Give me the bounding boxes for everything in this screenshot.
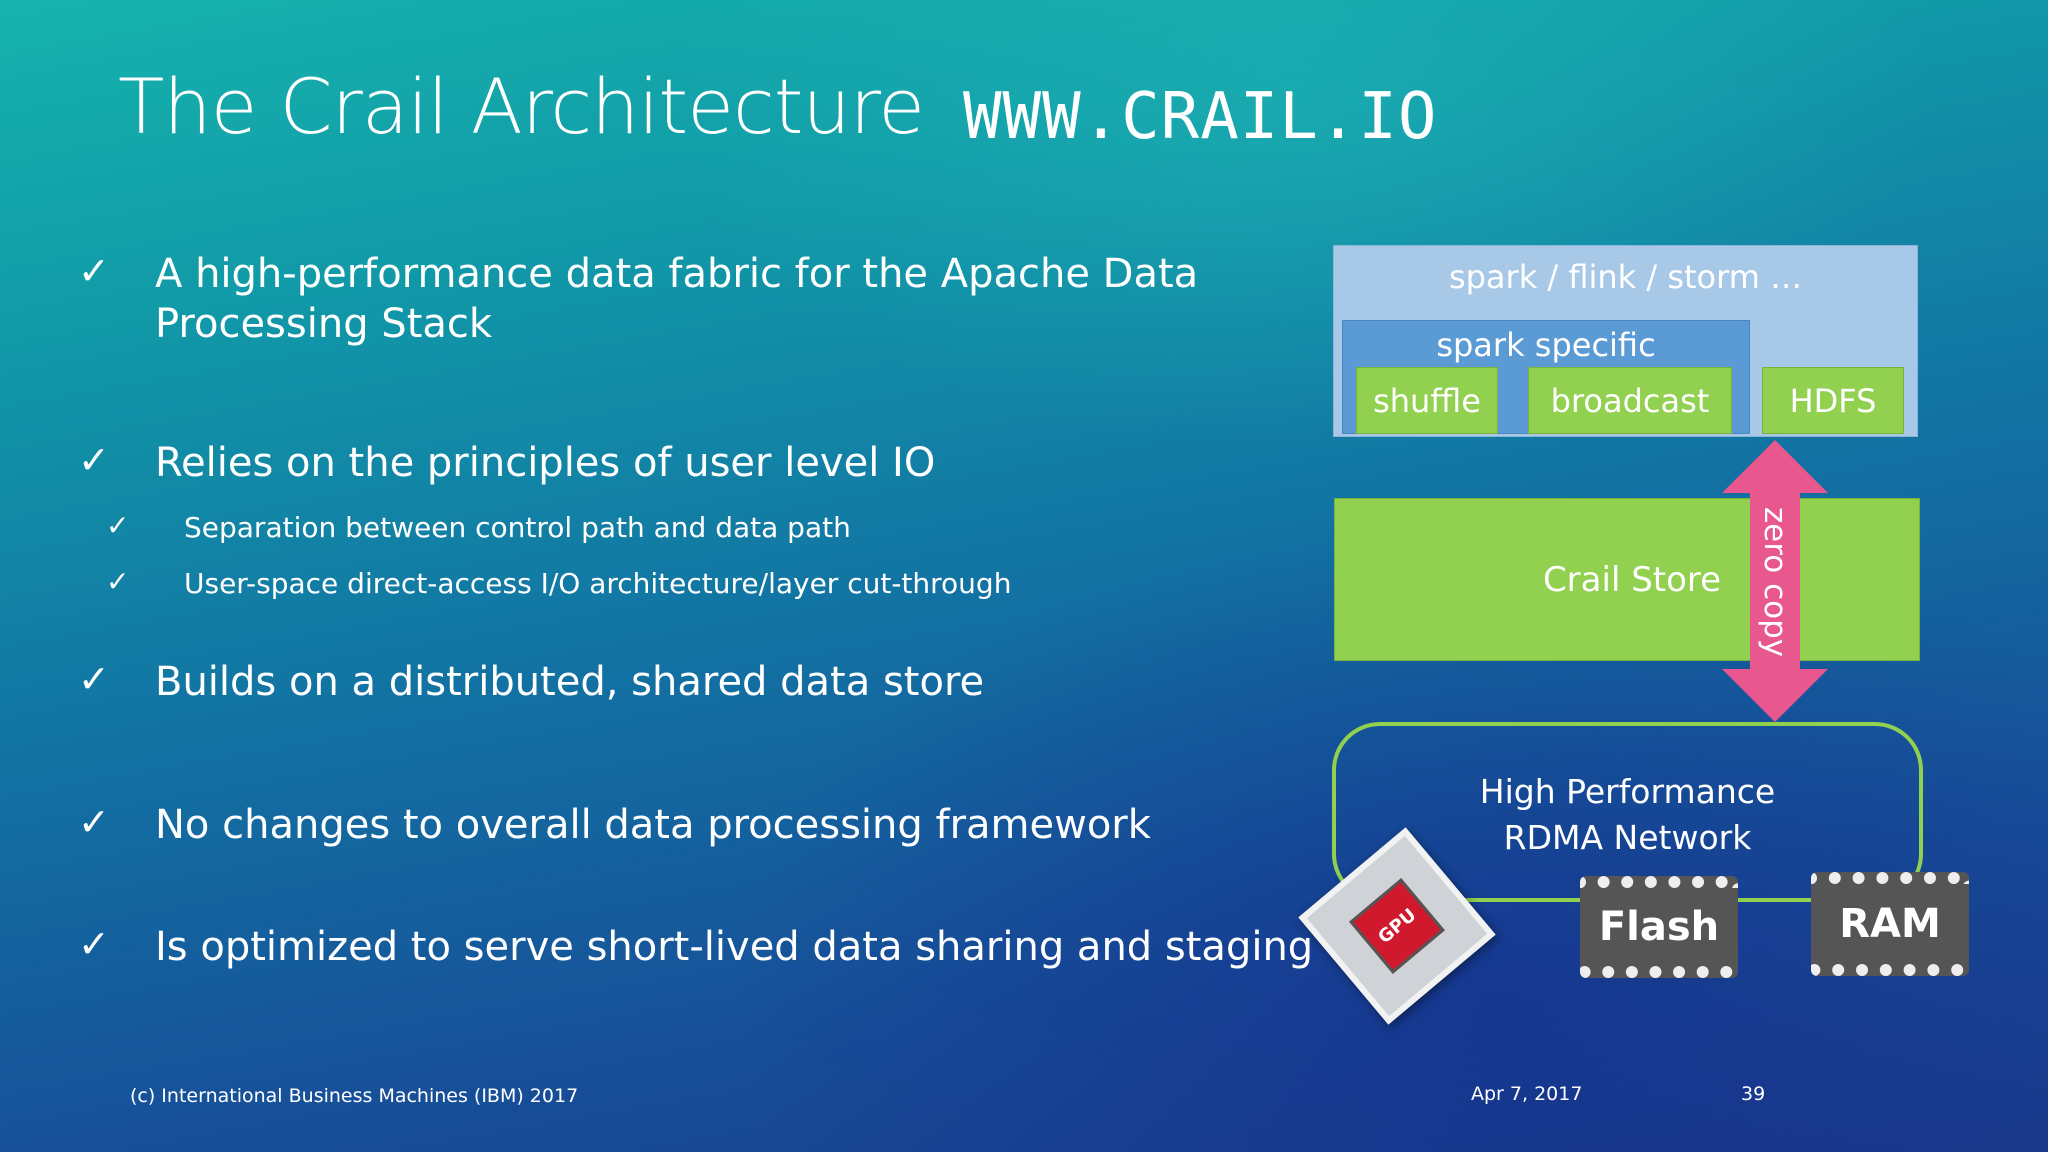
copyright-footer: (c) International Business Machines (IBM… (130, 1085, 579, 1107)
zero-copy-arrow-icon (1722, 440, 1828, 722)
checkmark-icon: ✓ (78, 657, 110, 701)
bullet-text: Builds on a distributed, shared data sto… (155, 659, 985, 705)
sub-bullet-text: User-space direct-access I/O architectur… (184, 567, 1012, 600)
network-label-line2: RDMA Network (1503, 817, 1752, 857)
flash-chip: Flash (1580, 876, 1738, 978)
bullet-text: No changes to overall data processing fr… (155, 802, 1151, 848)
crail-store-box: Crail Store (1334, 498, 1920, 661)
checkmark-icon: ✓ (106, 509, 130, 542)
checkmark-icon: ✓ (78, 438, 110, 482)
slide-title: The Crail Architecture (118, 62, 925, 151)
shuffle-box: shuffle (1356, 367, 1498, 434)
network-label-line1: High Performance (1479, 771, 1776, 811)
bullet-text: Is optimized to serve short-lived data s… (155, 924, 1314, 970)
ram-chip: RAM (1811, 872, 1969, 976)
frameworks-label: spark / flink / storm … (1448, 258, 1803, 296)
checkmark-icon: ✓ (78, 800, 110, 844)
broadcast-box: broadcast (1528, 367, 1732, 434)
hdfs-box: HDFS (1762, 367, 1904, 434)
sub-bullet-text: Separation between control path and data… (184, 511, 851, 544)
checkmark-icon: ✓ (78, 249, 110, 293)
bullet-text: Processing Stack (155, 301, 493, 347)
bullet-text: Relies on the principles of user level I… (155, 440, 936, 486)
date-footer: Apr 7, 2017 (1471, 1083, 1583, 1105)
zero-copy-label: zero copy (1757, 506, 1793, 658)
gpu-label: GPU (1349, 878, 1445, 974)
checkmark-icon: ✓ (106, 565, 130, 598)
checkmark-icon: ✓ (78, 922, 110, 966)
page-number: 39 (1741, 1083, 1766, 1105)
slide-url: WWW.CRAIL.IO (963, 80, 1438, 154)
bullet-text: A high-performance data fabric for the A… (155, 251, 1199, 297)
spark-specific-label: spark specific (1436, 326, 1656, 364)
